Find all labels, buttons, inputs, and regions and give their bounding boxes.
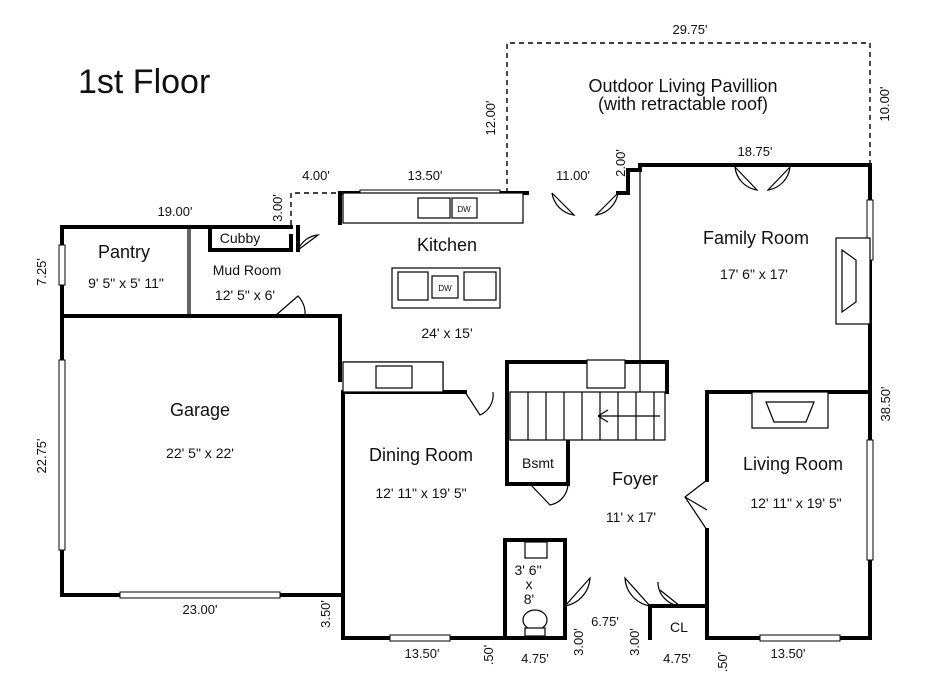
kitchen-fixtures: DW DW [342, 192, 626, 393]
dim-kitchen-top: 13.50' [407, 168, 442, 183]
stair-arrow [597, 409, 660, 423]
dimension-labels: 29.75' 12.00' 10.00' 18.75' 11.00' 2.00'… [34, 22, 893, 672]
family-room-label: Family Room [703, 228, 809, 248]
dim-family-room-top: 18.75' [737, 144, 772, 159]
island-cooktop [463, 271, 497, 301]
front-wall-dining [341, 593, 507, 640]
dim-offset-left: .50' [481, 645, 496, 666]
fireplaces [751, 237, 871, 429]
half-bath-x: x [526, 576, 533, 592]
dim-porch-left: 3.00' [571, 628, 586, 656]
half-bath-depth: 8' [524, 591, 534, 607]
dim-pantry-width: 19.00' [157, 204, 192, 219]
doors [274, 166, 791, 607]
window-living-front [759, 634, 841, 642]
pavilion-sublabel: (with retractable roof) [598, 94, 768, 114]
dim-porch-right: 3.00' [627, 628, 642, 656]
dim-garage-jog: 3.50' [318, 600, 333, 628]
pantry-label: Pantry [98, 242, 150, 262]
kitchen-label: Kitchen [417, 235, 477, 255]
mud-room-door [274, 295, 306, 317]
foyer-size: 11' x 17' [606, 509, 656, 525]
dim-porch-center: 6.75' [591, 614, 619, 629]
garage-label: Garage [170, 400, 230, 420]
pavilion-outline [506, 42, 871, 193]
dim-dining-bottom: 13.50' [404, 646, 439, 661]
dishwasher-island [431, 275, 459, 299]
dishwasher-island-label: DW [438, 284, 452, 293]
dining-room-label: Dining Room [369, 445, 473, 465]
toilet [522, 609, 548, 631]
cubby-label: Cubby [220, 230, 260, 246]
pantry-divider [187, 227, 191, 316]
living-room-label: Living Room [743, 454, 843, 474]
dim-pavilion-depth-right: 10.00' [877, 86, 892, 121]
page-title: 1st Floor [78, 63, 210, 101]
family-patio-door [734, 166, 791, 191]
range-cooktop [375, 365, 413, 389]
living-fireplace-firebox [765, 401, 815, 423]
cubby-wall [208, 225, 293, 252]
mud-room-size: 12' 5" x 6' [215, 287, 275, 303]
dishwasher-counter-label: DW [457, 205, 471, 214]
garage-size: 22' 5" x 22' [166, 445, 234, 461]
window-dining-front [389, 634, 451, 642]
kitchen-size: 24' x 15' [421, 325, 472, 341]
bath-sink [524, 541, 548, 559]
front-door [564, 576, 651, 607]
entry-door [297, 234, 321, 251]
window-living-right [866, 439, 874, 561]
closet-label: CL [670, 619, 688, 635]
dim-bath-bottom: 4.75' [521, 651, 549, 666]
pantry-wall [60, 225, 293, 318]
mud-room-label: Mud Room [213, 262, 281, 278]
staircase [509, 391, 666, 441]
dim-pantry-depth: 7.25' [34, 258, 49, 286]
bar-sink [586, 359, 626, 389]
half-bath-fixtures [522, 541, 548, 637]
dim-pavilion-depth-left: 12.00' [483, 100, 498, 135]
dim-offset-right: .50' [715, 652, 730, 673]
dim-garage-width: 23.00' [182, 602, 217, 617]
rear-jog-wall [626, 163, 872, 195]
half-bath-width: 3' 6" [514, 562, 541, 578]
pavilion-label: Outdoor Living Pavillion [588, 76, 777, 96]
dim-rear-opening: 11.00' [556, 168, 590, 183]
entry-porch-outline [290, 192, 340, 225]
pavilion-door-left [551, 192, 619, 216]
island-sink [397, 271, 429, 301]
closet-door [657, 581, 683, 607]
bsmt-label: Bsmt [522, 455, 554, 471]
family-fireplace [835, 237, 871, 325]
kitchen-sink [417, 197, 451, 219]
family-fireplace-firebox [841, 248, 857, 314]
living-room-door [684, 479, 708, 531]
window-garage-left [58, 359, 66, 551]
window-pantry [58, 244, 66, 286]
foyer-label: Foyer [612, 469, 658, 489]
bsmt-door [529, 483, 569, 506]
front-wall-bath [503, 538, 567, 640]
dim-pavilion-width: 29.75' [672, 22, 707, 37]
garage-door [119, 591, 281, 599]
living-room-size: 12' 11" x 19' 5" [750, 495, 841, 511]
dining-room-size: 12' 11" x 19' 5" [375, 485, 466, 501]
dim-closet-bottom: 4.75' [663, 651, 691, 666]
dim-living-bottom: 13.50' [770, 646, 805, 661]
dim-entry-top: 4.00' [302, 168, 330, 183]
bsmt-wall [505, 390, 570, 486]
dishwasher-counter [451, 197, 478, 219]
dim-entry-side: 3.00' [270, 194, 285, 222]
dim-garage-depth: 22.75' [34, 438, 49, 473]
toilet-tank [524, 627, 546, 637]
pantry-size: 9' 5" x 5' 11" [88, 275, 164, 291]
dim-right-side: 38.50' [878, 386, 893, 421]
dim-rear-jog: 2.00' [613, 149, 628, 177]
family-room-size: 17' 6" x 17' [720, 266, 788, 282]
dining-door [464, 391, 494, 416]
